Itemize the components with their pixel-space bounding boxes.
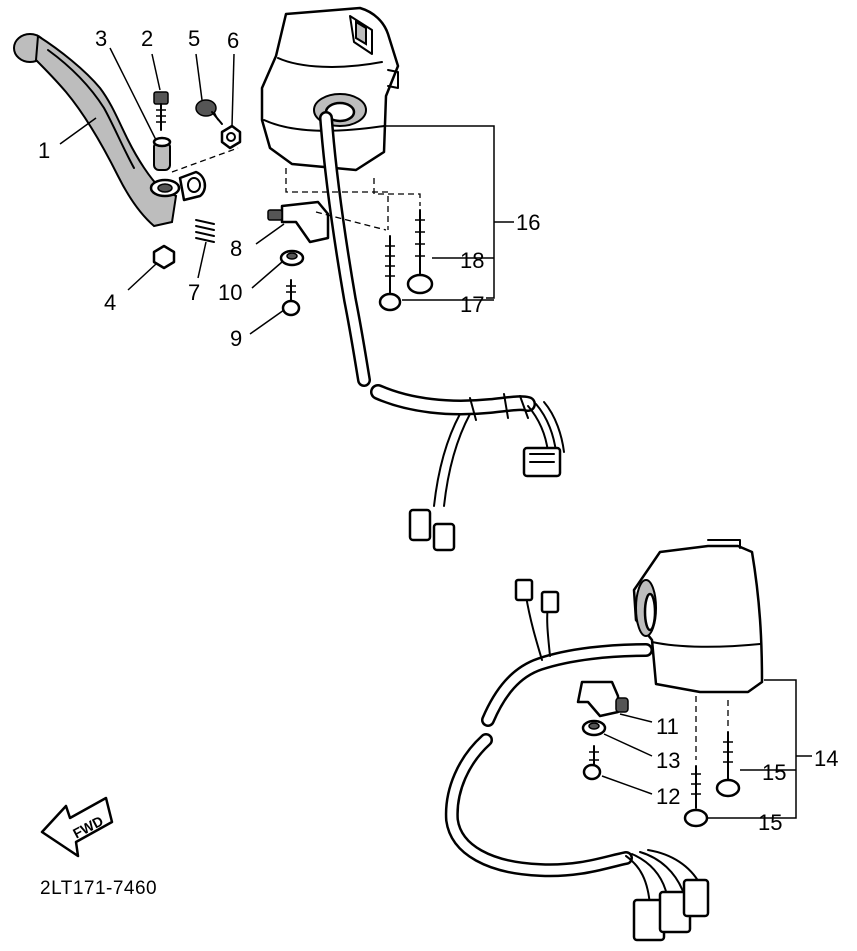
screw-15-upper <box>715 731 741 798</box>
screw-15-lower <box>683 765 709 828</box>
small-nut <box>152 244 176 270</box>
screw-9 <box>281 279 301 317</box>
screw-12 <box>582 745 602 781</box>
screw-17 <box>378 235 402 312</box>
adjusting-bolt <box>195 99 223 125</box>
part-label-15-upper: 15 <box>762 760 786 785</box>
lock-nut <box>220 124 242 150</box>
part-label-3: 3 <box>95 26 107 51</box>
part-label-17: 17 <box>460 292 484 317</box>
lower-wire-harness <box>444 578 710 942</box>
left-handlebar-switch <box>260 6 400 172</box>
spring <box>195 219 215 243</box>
fwd-arrow-icon: FWD <box>40 796 114 858</box>
right-handlebar-switch <box>632 539 764 694</box>
clutch-lever <box>13 33 181 228</box>
clutch-switch <box>267 200 330 244</box>
drawing-code: 2LT171-7460 <box>40 878 157 899</box>
part-label-12: 12 <box>656 784 680 809</box>
part-label-2: 2 <box>141 26 153 51</box>
washer-13 <box>581 719 607 737</box>
screw-18 <box>406 209 434 295</box>
part-label-13: 13 <box>656 748 680 773</box>
brake-switch <box>576 680 629 718</box>
part-label-6: 6 <box>227 28 239 53</box>
pivot-bolt <box>153 91 169 131</box>
washer-10 <box>279 249 305 267</box>
part-label-18: 18 <box>460 248 484 273</box>
upper-wire-harness <box>319 111 565 552</box>
part-label-11: 11 <box>656 714 679 739</box>
part-label-8: 8 <box>230 236 242 261</box>
part-label-4: 4 <box>104 290 116 315</box>
part-label-16: 16 <box>516 210 540 235</box>
collar <box>152 136 172 171</box>
part-label-1: 1 <box>38 138 50 163</box>
leader-lines <box>59 47 653 795</box>
part-label-5: 5 <box>188 26 200 51</box>
part-label-10: 10 <box>218 280 242 305</box>
part-label-14: 14 <box>814 746 838 771</box>
part-label-9: 9 <box>230 326 242 351</box>
part-labels: 1 2 3 4 5 6 7 8 9 10 11 12 13 14 15 15 1… <box>38 26 838 835</box>
part-label-15-lower: 15 <box>758 810 782 835</box>
part-label-7: 7 <box>188 280 200 305</box>
lever-bracket <box>178 170 207 202</box>
